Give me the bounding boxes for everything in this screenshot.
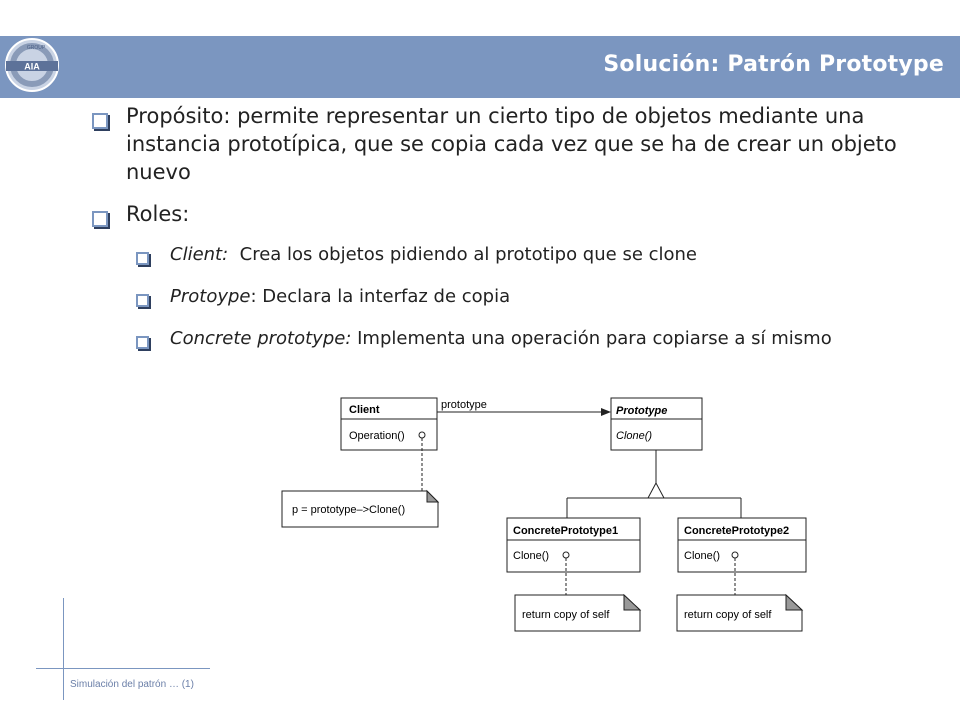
title-bar: Solución: Patrón Prototype bbox=[0, 36, 960, 98]
client-class-name: Client bbox=[349, 404, 380, 416]
bullet-roles: Roles: bbox=[92, 200, 932, 228]
concrete1-class-name: ConcretePrototype1 bbox=[513, 525, 618, 537]
footer-text: Simulación del patrón … (1) bbox=[70, 679, 194, 690]
client-class: Client Operation() bbox=[340, 397, 438, 451]
concrete-prototype2-class: ConcretePrototype2 Clone() return copy o… bbox=[676, 517, 807, 632]
concrete2-class-name: ConcretePrototype2 bbox=[684, 525, 789, 537]
footer-vertical-rule bbox=[63, 598, 64, 700]
square-bullet-icon bbox=[92, 108, 108, 136]
association-label: prototype bbox=[441, 399, 487, 411]
concrete1-note-text: return copy of self bbox=[522, 609, 610, 621]
role-name: Protoype bbox=[170, 286, 251, 307]
concrete2-operation: Clone() bbox=[684, 550, 720, 562]
logo-text: AIA bbox=[24, 62, 40, 72]
role-desc: Crea los objetos pidiendo al prototipo q… bbox=[228, 244, 698, 265]
client-note: p = prototype–>Clone() bbox=[281, 438, 440, 528]
slide-title: Solución: Patrón Prototype bbox=[603, 52, 944, 77]
uml-diagram: Client Operation() prototype Prototype C… bbox=[281, 397, 807, 632]
slide-body: Propósito: permite representar un cierto… bbox=[92, 102, 932, 352]
proposito-text: Propósito: permite representar un cierto… bbox=[126, 104, 897, 184]
role-concrete-prototype: Concrete prototype: Implementa una opera… bbox=[136, 326, 870, 352]
role-desc: Implementa una operación para copiarse a… bbox=[351, 328, 832, 349]
inheritance-lines bbox=[566, 450, 742, 518]
roles-label: Roles: bbox=[126, 202, 190, 226]
client-note-text: p = prototype–>Clone() bbox=[292, 504, 405, 516]
logo-group-text: GROUP bbox=[27, 45, 46, 51]
client-operation: Operation() bbox=[349, 430, 405, 442]
role-client: Client: Crea los objetos pidiendo al pro… bbox=[136, 242, 932, 268]
square-bullet-icon bbox=[136, 247, 149, 273]
role-prototype: Protoype: Declara la interfaz de copia bbox=[136, 284, 932, 310]
prototype-class-name: Prototype bbox=[616, 405, 667, 417]
concrete-prototype1-class: ConcretePrototype1 Clone() return copy o… bbox=[506, 517, 642, 632]
concrete1-operation: Clone() bbox=[513, 550, 549, 562]
square-bullet-icon bbox=[136, 331, 149, 357]
prototype-class: Prototype Clone() bbox=[610, 397, 703, 451]
gaia-logo: AIA GROUP bbox=[5, 38, 59, 92]
role-desc: : Declara la interfaz de copia bbox=[250, 286, 511, 307]
role-name: Concrete prototype: bbox=[170, 328, 352, 349]
footer-horizontal-rule bbox=[36, 668, 210, 669]
concrete2-note-text: return copy of self bbox=[684, 609, 772, 621]
role-name: Client: bbox=[170, 244, 229, 265]
prototype-association: prototype bbox=[437, 399, 611, 416]
prototype-operation: Clone() bbox=[616, 430, 652, 442]
square-bullet-icon bbox=[136, 289, 149, 315]
bullet-proposito: Propósito: permite representar un cierto… bbox=[92, 102, 932, 186]
square-bullet-icon bbox=[92, 206, 108, 234]
